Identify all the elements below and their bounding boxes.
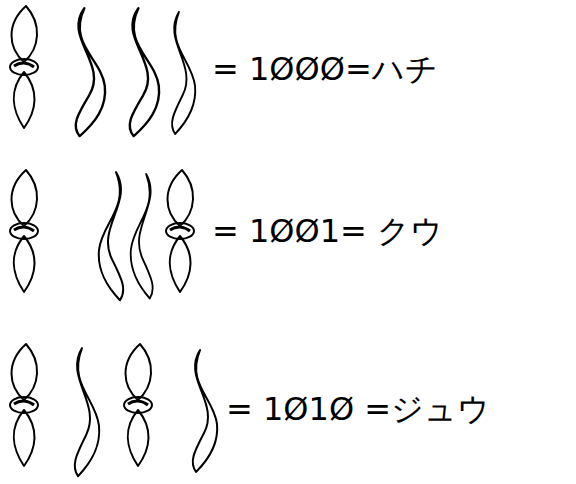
knot-ribbon <box>10 6 38 128</box>
plain-ribbon <box>131 174 153 298</box>
plain-ribbon <box>172 12 195 134</box>
knot-ribbon <box>10 344 38 466</box>
binary-reading: = 1ØØ1= クウ <box>212 214 443 249</box>
knot-ribbon <box>124 344 152 466</box>
plain-ribbon <box>76 8 105 136</box>
binary-reading: = 1ØØØ=ハチ <box>212 52 438 87</box>
knot-ribbon <box>166 170 194 292</box>
binary-reading: = 1Ø1Ø =ジュウ <box>226 392 490 427</box>
plain-ribbon <box>75 348 100 476</box>
knot-ribbon <box>10 170 38 292</box>
plain-ribbon <box>193 350 218 472</box>
plain-ribbon <box>99 172 124 300</box>
plain-ribbon <box>130 8 159 136</box>
